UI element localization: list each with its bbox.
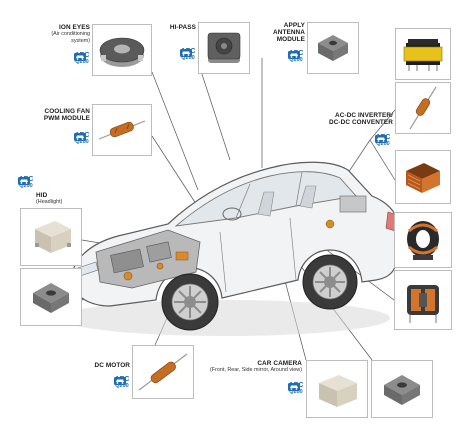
chip-inductor-icon <box>384 375 420 405</box>
component-box-camera-1 <box>306 360 368 418</box>
chip-inductor-icon <box>33 283 69 313</box>
aec-badge-hi-pass: AEC Q200 <box>180 48 196 61</box>
component-box-antenna <box>307 22 359 74</box>
label-cooling-fan-line2: PWM MODULE <box>43 115 90 122</box>
component-box-dc-motor <box>132 345 194 399</box>
label-cooling-fan-line1: COOLING FAN <box>44 108 90 115</box>
q200-text: Q200 <box>181 55 195 61</box>
label-car-camera-title: CAR CAMERA <box>257 360 302 367</box>
shielded-inductor-icon <box>99 37 145 67</box>
label-antenna-line3: MODULE <box>276 36 305 43</box>
label-car-camera-sub: (Front, Rear, Side mirror, Around view) <box>210 367 302 373</box>
common-mode-choke-icon <box>407 221 439 260</box>
chip-inductor-icon <box>318 35 348 61</box>
component-box-choke-1 <box>394 212 452 268</box>
component-box-hid-2 <box>20 268 82 326</box>
q200-text: Q200 <box>376 141 390 147</box>
power-inductor-icon <box>319 375 357 407</box>
rear-wheel <box>302 254 358 310</box>
label-ion-eyes-sub2: system) <box>71 38 90 44</box>
car-illustration <box>71 161 401 331</box>
aec-badge-cooling-fan: AEC Q200 <box>74 132 90 145</box>
label-hi-pass-title: HI-PASS <box>169 24 196 31</box>
car-icon <box>288 51 300 59</box>
q200-text: Q200 <box>19 183 33 189</box>
car-icon <box>74 133 86 141</box>
front-wheel <box>161 273 219 331</box>
label-antenna-line1: APPLY <box>283 22 305 29</box>
car-icon <box>74 53 86 61</box>
aec-badge-dc-motor: AEC Q200 <box>114 376 130 389</box>
label-dc-motor: DC MOTOR <box>82 362 130 369</box>
q200-text: Q200 <box>289 389 303 395</box>
label-ac-dc-line2: DC-DC CONVENTER <box>329 119 393 126</box>
label-hi-pass: HI-PASS <box>150 24 196 31</box>
component-box-ac-dc-resistor <box>395 82 451 134</box>
car-icon <box>288 383 300 391</box>
car-shadow <box>60 300 390 336</box>
axial-resistor-icon <box>138 353 188 391</box>
label-ion-eyes: ION EYES (Air conditioning system) <box>20 24 90 45</box>
label-cooling-fan: COOLING FAN PWM MODULE <box>18 108 90 122</box>
aec-badge-ac-dc: AEC Q200 <box>375 134 391 147</box>
q200-text: Q200 <box>75 59 89 65</box>
component-box-hi-pass <box>198 22 250 74</box>
label-car-camera: CAR CAMERA (Front, Rear, Side mirror, Ar… <box>196 360 302 374</box>
component-box-choke-2 <box>394 270 452 330</box>
label-antenna: APPLY ANTENNA MODULE <box>250 22 305 43</box>
axial-resistor-icon <box>98 120 146 140</box>
label-antenna-line2: ANTENNA <box>273 29 305 36</box>
component-box-hid-1 <box>20 208 82 266</box>
shielded-inductor-icon <box>207 32 241 63</box>
car-icon <box>375 135 387 143</box>
car-icon <box>18 177 30 185</box>
component-box-ion-eyes <box>92 24 152 76</box>
q200-text: Q200 <box>115 383 129 389</box>
car-icon <box>114 377 126 385</box>
label-hid: HID (Headlight) <box>36 192 96 206</box>
label-ion-eyes-title: ION EYES <box>59 24 90 31</box>
label-ac-dc-line1: AC-DC INVERTER/ <box>335 112 393 119</box>
q200-text: Q200 <box>289 57 303 63</box>
component-box-transformer <box>395 28 451 80</box>
aec-badge-hid: AEC Q200 <box>18 176 34 189</box>
label-ion-eyes-sub1: (Air conditioning <box>51 31 90 37</box>
power-inductor-icon <box>35 221 71 253</box>
aec-badge-car-camera: AEC Q200 <box>288 382 304 395</box>
power-inductor-icon <box>406 163 440 193</box>
label-hid-sub: (Headlight) <box>36 199 63 205</box>
transformer-icon <box>403 39 443 71</box>
aec-badge-antenna: AEC Q200 <box>288 50 304 63</box>
car-icon <box>180 49 192 57</box>
label-ac-dc: AC-DC INVERTER/ DC-DC CONVENTER <box>318 112 393 126</box>
component-box-cooling-fan <box>92 104 152 156</box>
component-box-ac-dc-inductor <box>395 150 451 204</box>
q200-text: Q200 <box>75 139 89 145</box>
component-box-camera-2 <box>371 360 433 418</box>
aec-badge-ion-eyes: AEC Q200 <box>74 52 90 65</box>
common-mode-choke-icon <box>407 285 439 323</box>
label-dc-motor-title: DC MOTOR <box>94 362 130 369</box>
label-hid-title: HID <box>36 192 48 199</box>
axial-resistor-icon <box>409 86 437 130</box>
